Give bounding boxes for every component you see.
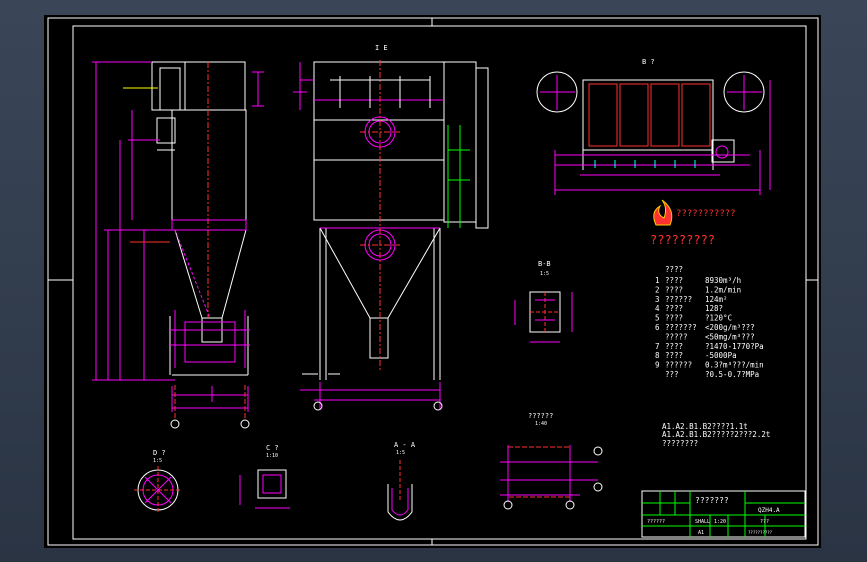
drawing-title: ???????	[695, 496, 729, 505]
section-bb-label: B-B	[538, 260, 551, 268]
spec-value-7: ?1470-1770?Pa	[705, 342, 764, 351]
spec-num-4: 5	[655, 314, 660, 323]
drawing-number: QZH4.A	[758, 507, 780, 514]
spec-label-10: ???	[665, 370, 679, 379]
section-bb-scale: 1:5	[540, 271, 549, 277]
detail-aa-scale: 1:5	[396, 450, 405, 456]
sheet-frame	[47, 17, 819, 546]
spec-label-7: ????	[665, 342, 683, 351]
title-block-grid	[641, 490, 806, 538]
spec-num-2: 3	[655, 295, 660, 304]
spec-label-5: ???????	[665, 323, 697, 332]
detail-aa-view	[387, 460, 413, 521]
detail-d2-scale: 1:5	[153, 458, 162, 464]
top-view-label: B ?	[642, 58, 655, 66]
spec-value-6: <50mg/m³???	[705, 332, 755, 341]
svg-text:????: ????	[665, 265, 683, 274]
spec-value-5: <200g/m³???	[705, 323, 755, 332]
spec-label-9: ??????	[665, 361, 692, 370]
spec-label-3: ????	[665, 304, 683, 313]
spec-num-8: 8	[655, 351, 660, 360]
logo-line2: ?????????	[650, 233, 715, 247]
spec-label-6: ?????	[665, 332, 688, 341]
spec-value-4: ?120°C	[705, 314, 732, 323]
material-cell: SHALL	[695, 519, 710, 525]
spec-value-0: 8930m³/h	[705, 276, 741, 285]
spec-num-7: 7	[655, 342, 660, 351]
drawing-sheet	[44, 15, 821, 548]
spec-num-0: 1	[655, 276, 660, 285]
spec-label-8: ????	[665, 351, 683, 360]
spec-label-0: ????	[665, 276, 683, 285]
note-2: A1.A2.B1.B2?????2???2.2t	[662, 430, 770, 439]
sheet-mark: ???	[760, 519, 769, 525]
logo-line1: ???????????	[676, 209, 736, 219]
side-elevation-view	[92, 61, 264, 429]
spec-value-2: 124m²	[705, 295, 728, 304]
detail-d2-view	[134, 466, 182, 514]
detail-c2-view	[239, 469, 290, 509]
spec-table: ????	[665, 265, 683, 274]
detail-c2-scale: 1:10	[266, 453, 278, 459]
section-bb-view	[514, 291, 573, 343]
label-a-cell: A1	[698, 530, 704, 536]
note-3: ????????	[662, 439, 698, 448]
front-section-label: I E	[375, 44, 388, 52]
spec-value-3: 128?	[705, 304, 723, 313]
detail-d2-label: D ?	[153, 449, 166, 457]
detail-aa-label: A - A	[394, 441, 416, 449]
spec-num-3: 4	[655, 304, 660, 313]
top-plan-view	[536, 71, 771, 195]
spec-label-2: ??????	[665, 295, 692, 304]
small-plan-view	[500, 445, 603, 510]
revision-cell: ??????????	[748, 530, 773, 535]
company-cell: ??????	[647, 519, 665, 525]
scale-cell: 1:20	[714, 519, 726, 525]
spec-num-5: 6	[655, 323, 660, 332]
small-plan-label: ??????	[528, 412, 553, 420]
spec-value-10: ?0.5-0.7?MPa	[705, 370, 759, 379]
spec-label-1: ????	[665, 285, 683, 294]
spec-list: 1???? 8930m³/h 2???? 1.2m/min 3?????? 124m² 4?…	[655, 276, 764, 379]
spec-num-9: 9	[655, 361, 660, 370]
spec-value-9: 0.3?m³???/min	[705, 361, 764, 370]
small-plan-scale: 1:40	[535, 421, 547, 427]
spec-label-4: ????	[665, 314, 683, 323]
detail-c2-label: C ?	[266, 444, 279, 452]
spec-value-1: 1.2m/min	[705, 285, 741, 294]
spec-num-1: 2	[655, 285, 660, 294]
spec-value-8: -5000Pa	[705, 351, 737, 360]
brand-logo	[653, 199, 673, 226]
note-1: A1.A2.B1.B2????1.1t	[662, 422, 748, 431]
front-elevation-view	[293, 60, 489, 411]
